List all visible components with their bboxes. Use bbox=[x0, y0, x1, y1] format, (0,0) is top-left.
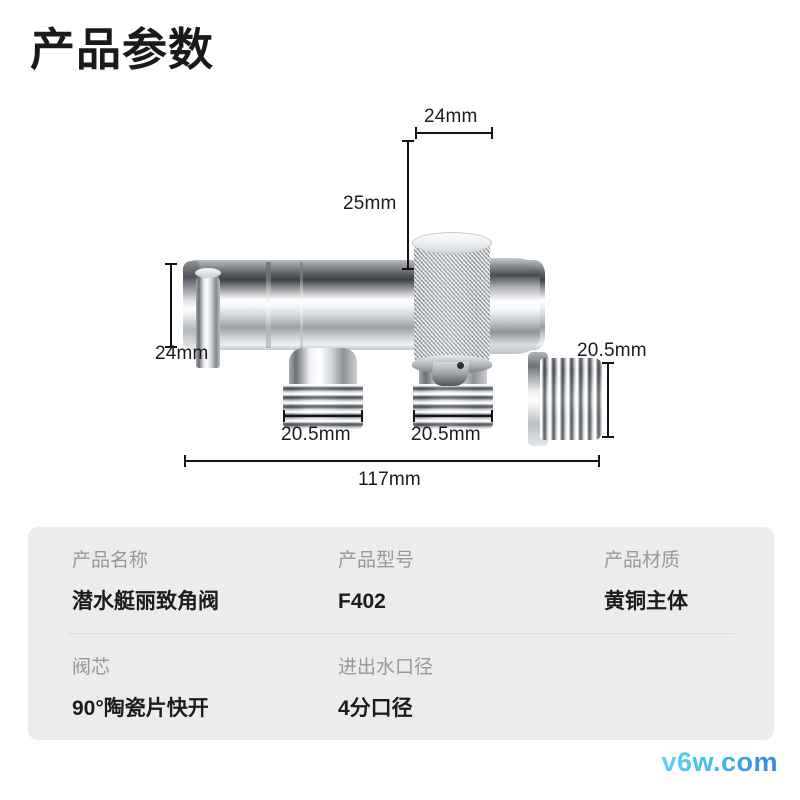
valve-left-cap-illustration bbox=[183, 261, 199, 349]
spec-label: 产品材质 bbox=[604, 550, 681, 571]
site-watermark: v6w.com bbox=[661, 747, 778, 777]
knob-top-face bbox=[412, 232, 492, 254]
spec-value: 4分口径 bbox=[338, 697, 413, 720]
dimension-label-body-height: 24mm bbox=[155, 343, 209, 364]
spec-row: 阀芯 90°陶瓷片快开 进出水口径 4分口径 bbox=[28, 634, 774, 740]
valve-seam-illustration bbox=[266, 262, 271, 348]
dimension-label-knob-height: 25mm bbox=[343, 193, 397, 214]
lever-handle-cap bbox=[195, 268, 221, 278]
specification-panel: 产品名称 潜水艇丽致角阀 产品型号 F402 产品材质 黄铜主体 阀芯 90°陶… bbox=[28, 527, 774, 740]
spec-cell-valve-core: 阀芯 90°陶瓷片快开 bbox=[72, 658, 209, 719]
spec-label: 阀芯 bbox=[72, 657, 111, 678]
knob-screw-dot bbox=[457, 362, 464, 369]
dimension-line-knob-height bbox=[402, 140, 414, 270]
product-dimension-figure: 24mm 25mm 24mm 20.5mm 20.5mm 20.5mm 117m… bbox=[0, 100, 800, 500]
dimension-label-right-outlet: 20.5mm bbox=[411, 424, 481, 445]
left-outlet-neck bbox=[289, 348, 357, 388]
spec-label: 产品型号 bbox=[338, 550, 415, 571]
dimension-line-right-outlet bbox=[413, 410, 493, 422]
dimension-line-knob-width bbox=[415, 127, 493, 139]
spec-label: 进出水口径 bbox=[338, 657, 434, 678]
spec-cell-product-name: 产品名称 潜水艇丽致角阀 bbox=[72, 551, 219, 612]
spec-value: F402 bbox=[338, 590, 386, 613]
spec-value: 90°陶瓷片快开 bbox=[72, 697, 209, 720]
spec-cell-product-material: 产品材质 黄铜主体 bbox=[604, 551, 688, 612]
dimension-label-total-length: 117mm bbox=[358, 469, 421, 490]
knurled-knob-illustration bbox=[414, 243, 490, 365]
side-outlet-thread-illustration bbox=[540, 358, 602, 440]
spec-row: 产品名称 潜水艇丽致角阀 产品型号 F402 产品材质 黄铜主体 bbox=[28, 527, 774, 633]
spec-cell-port-size: 进出水口径 4分口径 bbox=[338, 658, 433, 719]
spec-value: 黄铜主体 bbox=[604, 590, 688, 613]
dimension-line-total-length bbox=[184, 455, 600, 467]
spec-label: 产品名称 bbox=[72, 550, 149, 571]
valve-seam-secondary-illustration bbox=[300, 262, 303, 348]
dimension-line-body-height bbox=[165, 263, 177, 348]
spec-cell-product-model: 产品型号 F402 bbox=[338, 551, 414, 612]
dimension-line-left-outlet bbox=[283, 410, 363, 422]
dimension-line-side-outlet bbox=[602, 362, 614, 438]
lever-handle-illustration bbox=[196, 272, 220, 368]
left-outlet-threads bbox=[283, 384, 363, 430]
right-outlet-threads bbox=[413, 384, 493, 430]
spec-value: 潜水艇丽致角阀 bbox=[72, 590, 219, 613]
spec-row-divider bbox=[68, 633, 734, 634]
left-outlet-illustration bbox=[283, 348, 363, 430]
dimension-label-left-outlet: 20.5mm bbox=[281, 424, 351, 445]
dimension-label-side-outlet: 20.5mm bbox=[577, 340, 647, 361]
dimension-label-knob-width: 24mm bbox=[424, 106, 478, 127]
page-title: 产品参数 bbox=[30, 24, 215, 75]
